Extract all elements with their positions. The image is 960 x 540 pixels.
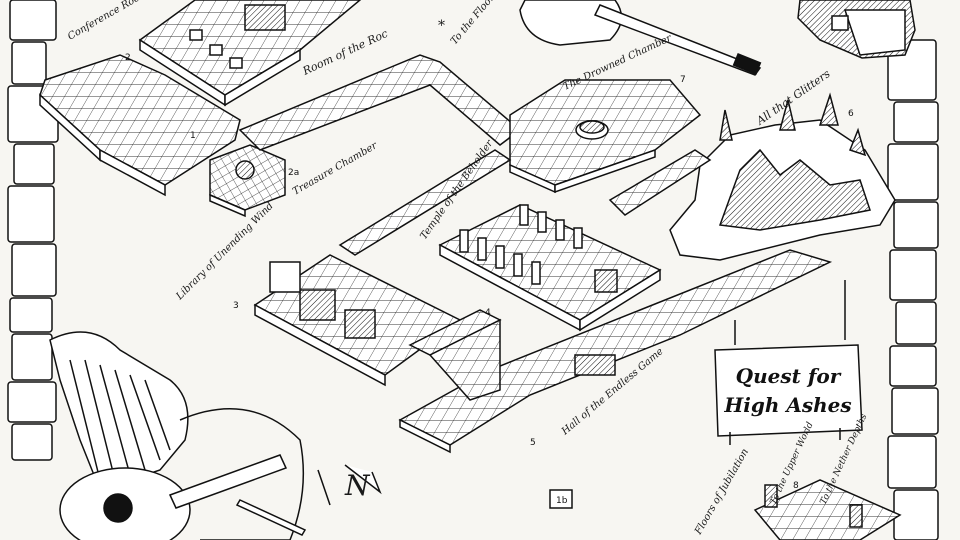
title-sign: Quest for High Ashes bbox=[714, 280, 863, 445]
room-numbers: 1 2 2a 3 4 5 6 7 8 bbox=[125, 53, 854, 491]
asterisk-marker: * bbox=[438, 18, 445, 34]
north-marker: N bbox=[317, 464, 382, 506]
room-number-2a: 2a bbox=[288, 168, 299, 178]
label-treasure: Treasure Chamber bbox=[291, 140, 380, 198]
label-jubilation: Floors of Jubilation bbox=[693, 447, 752, 537]
room-number-7: 7 bbox=[680, 75, 686, 85]
room-number-6: 6 bbox=[848, 109, 854, 119]
room-jubilation bbox=[753, 479, 902, 540]
north-marker-text: N bbox=[344, 469, 371, 502]
lute-illustration bbox=[59, 408, 305, 540]
boat-illustration bbox=[519, 0, 762, 76]
die-illustration: 1b bbox=[549, 489, 573, 509]
room-number-1b: 1b bbox=[556, 496, 568, 506]
room-drowned bbox=[509, 79, 702, 194]
sign-title-line1: Quest for bbox=[736, 364, 842, 388]
left-stone-border bbox=[7, 0, 59, 461]
sign-title-line2: High Ashes bbox=[723, 393, 851, 417]
room-glitters bbox=[669, 92, 896, 261]
right-stone-border bbox=[887, 39, 939, 540]
room-roc bbox=[138, 0, 362, 107]
label-library: Library of Unending Wind bbox=[174, 201, 276, 303]
room-endless bbox=[398, 249, 833, 454]
treasure-chest-illustration bbox=[797, 0, 916, 59]
corridor-east bbox=[608, 149, 712, 216]
harp-illustration bbox=[49, 331, 189, 491]
room-number-4: 4 bbox=[485, 308, 491, 318]
room-treasure bbox=[209, 144, 286, 218]
room-number-8: 8 bbox=[793, 481, 799, 491]
room-number-3: 3 bbox=[233, 301, 239, 311]
room-beholder bbox=[438, 204, 662, 332]
flute-illustration bbox=[235, 499, 307, 536]
room-number-1: 1 bbox=[190, 131, 196, 141]
room-conference bbox=[39, 54, 241, 197]
room-number-5: 5 bbox=[530, 438, 536, 448]
room-number-2: 2 bbox=[125, 53, 131, 63]
room-library bbox=[253, 254, 462, 387]
corridor-library-north bbox=[338, 149, 512, 256]
